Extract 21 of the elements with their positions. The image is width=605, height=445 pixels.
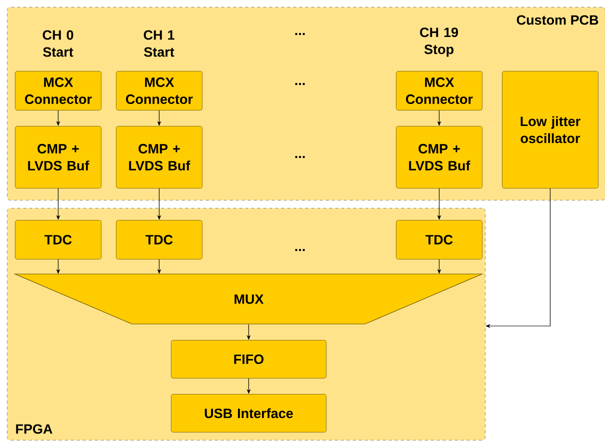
block-box: FIFO: [171, 340, 326, 378]
channel-label: CH 1 Start: [144, 30, 174, 57]
block-box: Low jitter oscillator: [502, 71, 598, 188]
ellipsis: ...: [295, 249, 305, 251]
ellipsis: ...: [295, 33, 305, 35]
block-box: MCX Connector: [15, 71, 102, 110]
block-box: MCX Connector: [116, 71, 202, 110]
ellipsis: ...: [295, 156, 305, 158]
block-box: TDC: [15, 220, 102, 260]
channel-label: CH 19 Stop: [420, 28, 458, 57]
block-box: CMP + LVDS Buf: [116, 126, 202, 188]
panel-title: FPGA: [16, 424, 52, 434]
block-box: USB Interface: [171, 394, 326, 432]
block-box: CMP + LVDS Buf: [15, 126, 102, 188]
channel-label: CH 0 Start: [42, 30, 74, 57]
block-box: MCX Connector: [396, 71, 482, 110]
panel-title: Custom PCB: [516, 15, 598, 25]
block-box: CMP + LVDS Buf: [396, 126, 482, 188]
block-box: TDC: [116, 220, 202, 260]
ellipsis: ...: [295, 83, 305, 85]
block-box: TDC: [396, 220, 482, 260]
